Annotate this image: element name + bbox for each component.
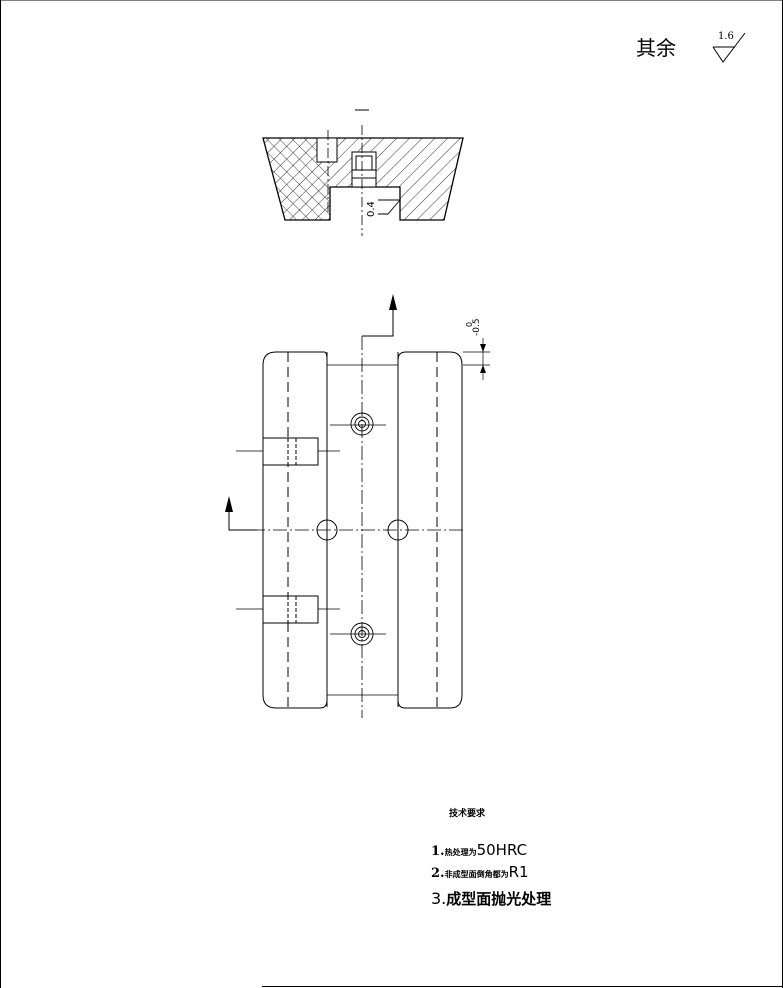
requirement-text: 非成型面倒角都为 <box>444 869 509 879</box>
requirement-number: 1. <box>431 844 445 859</box>
requirement-number: 2. <box>431 866 445 881</box>
section-view <box>262 109 464 236</box>
section-roughness-value: 0.4 <box>366 201 377 217</box>
roughness-symbol <box>712 32 746 63</box>
tech-requirements-title: 技术要求 <box>449 809 486 819</box>
requirement-text: 热处理为 <box>444 847 477 857</box>
requirement-3: 3.成型面抛光处理 <box>431 888 551 909</box>
requirement-number: 3. <box>431 889 447 908</box>
roughness-label: 其余 <box>636 36 676 60</box>
requirement-2: 2.非成型面倒角都为R1 <box>431 862 529 881</box>
roughness-value: 1.6 <box>718 31 734 42</box>
plan-view <box>225 294 490 718</box>
dimension-zero: 0 <box>465 321 474 327</box>
requirement-text: 成型面抛光处理 <box>446 890 552 908</box>
requirement-value: 50HRC <box>476 841 528 859</box>
requirement-value: R1 <box>508 863 529 881</box>
requirement-1: 1.热处理为50HRC <box>431 840 527 859</box>
